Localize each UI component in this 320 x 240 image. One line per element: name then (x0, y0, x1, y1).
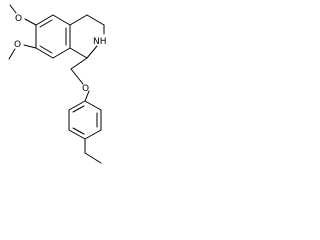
bond-methyl-middle (8, 48, 16, 60)
bond-ch2-o (70, 68, 84, 85)
bond-ph-1 (84, 100, 102, 111)
atom-label-o-middle: O (14, 40, 21, 50)
bond-sat-5 (69, 47, 88, 59)
bond-ph-3 (84, 129, 102, 140)
bond-ar-1 (35, 14, 54, 26)
bond-o-phenyl (84, 90, 90, 102)
atom-label-o-ether: O (82, 84, 89, 94)
bond-ph-6-inner (72, 105, 85, 113)
bond-sat-4 (86, 45, 98, 59)
bond-ar-5 (35, 47, 54, 59)
bond-ar-2 (52, 14, 71, 26)
bond-methyl-top (9, 4, 17, 14)
bond-ph-4-inner (72, 127, 85, 135)
atom-label-nh: NH (93, 37, 107, 47)
bond-c1-ch2 (70, 57, 88, 70)
bond-ar-1-inner (39, 19, 53, 28)
bond-sat-1 (69, 14, 88, 26)
chemical-structure: O O NH O (8, 4, 107, 164)
bond-ar-5-inner (39, 45, 53, 54)
bond-ph-6 (68, 100, 86, 111)
bond-o-top-ring (24, 18, 37, 26)
bond-sat-2 (86, 14, 105, 26)
bond-ethyl-2 (84, 152, 102, 164)
bond-ar-4 (52, 47, 71, 59)
atom-label-o-top: O (15, 14, 22, 24)
bond-o-middle-ring (23, 44, 37, 49)
bond-ph-4 (68, 129, 86, 140)
